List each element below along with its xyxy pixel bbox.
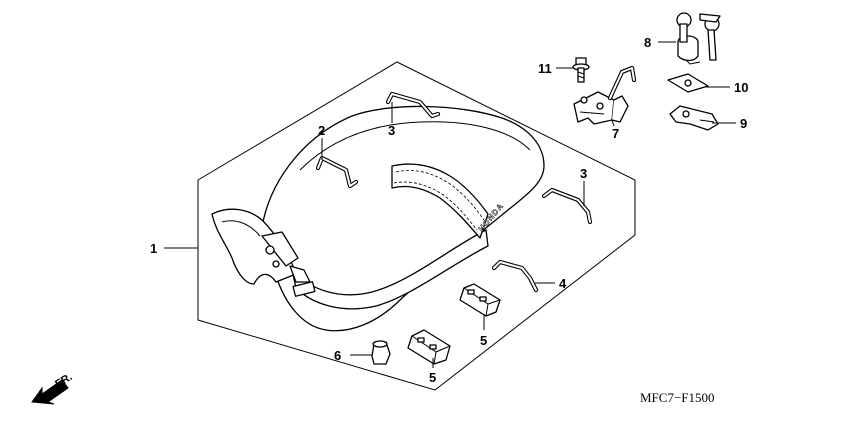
part-5-rubber-cushion-a[interactable] (459, 283, 501, 317)
callout-11: 11 (538, 61, 552, 76)
part-7-seat-lock-bracket[interactable] (573, 65, 637, 125)
part-9-lock-plate[interactable] (669, 105, 719, 131)
part-3-seat-hook-right[interactable] (541, 187, 593, 225)
callout-3-right: 3 (580, 166, 587, 181)
part-6-grommet[interactable] (371, 340, 391, 365)
leader-lines (164, 41, 736, 368)
callout-3-upper: 3 (388, 123, 395, 138)
front-arrow-icon: FR. (31, 371, 75, 405)
part-10-lock-washer[interactable] (667, 73, 709, 93)
callout-10: 10 (734, 80, 748, 95)
callout-2: 2 (318, 123, 325, 138)
part-2-seat-hook[interactable] (315, 155, 359, 189)
diagram-code: MFC7−F1500 (640, 390, 715, 405)
part-5-rubber-cushion-b[interactable] (407, 329, 451, 365)
part-8-key-cylinder[interactable] (676, 12, 721, 65)
callout-4: 4 (559, 276, 567, 291)
part-3-seat-hook-upper[interactable] (385, 91, 441, 119)
callout-6: 6 (334, 348, 341, 363)
callout-9: 9 (740, 116, 747, 131)
callout-8: 8 (644, 35, 651, 50)
part-11-flange-bolt[interactable] (572, 57, 590, 83)
part-4-seat-hook[interactable] (491, 259, 539, 293)
assembly-outline (197, 61, 636, 391)
callout-1: 1 (150, 241, 157, 256)
callout-7: 7 (612, 126, 619, 141)
callout-5-a: 5 (480, 333, 487, 348)
callout-5-b: 5 (429, 370, 436, 385)
